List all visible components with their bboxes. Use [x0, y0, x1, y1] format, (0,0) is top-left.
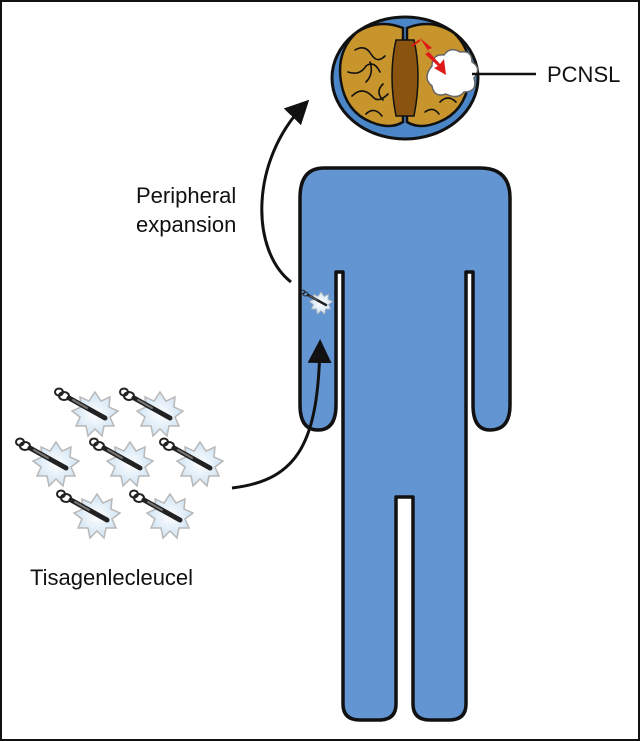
car-t-cell-icon	[90, 439, 153, 487]
tumor-label: PCNSL	[547, 62, 620, 87]
car-t-cell-icon	[130, 491, 193, 539]
brain-fissure	[391, 39, 419, 117]
car-t-cell-icon	[55, 389, 118, 437]
expansion-label-line1: Peripheral	[136, 183, 236, 208]
car-t-cell-icon	[120, 389, 183, 437]
human-body	[298, 166, 512, 722]
expansion-label-line2: expansion	[136, 212, 236, 237]
expansion-arrow	[260, 99, 310, 284]
car-t-cell-cluster	[16, 389, 223, 539]
lightning-bolt-icon	[420, 38, 446, 75]
car-t-cell-icon	[16, 439, 79, 487]
tumor-mass	[426, 48, 479, 98]
product-label: Tisagenlecleucel	[30, 565, 193, 590]
infusion-arrow	[231, 339, 332, 490]
brain-icon	[330, 15, 480, 141]
lightning-spark	[411, 39, 421, 47]
car-t-cell-icon	[57, 491, 120, 539]
car-t-cell-icon	[160, 439, 223, 487]
